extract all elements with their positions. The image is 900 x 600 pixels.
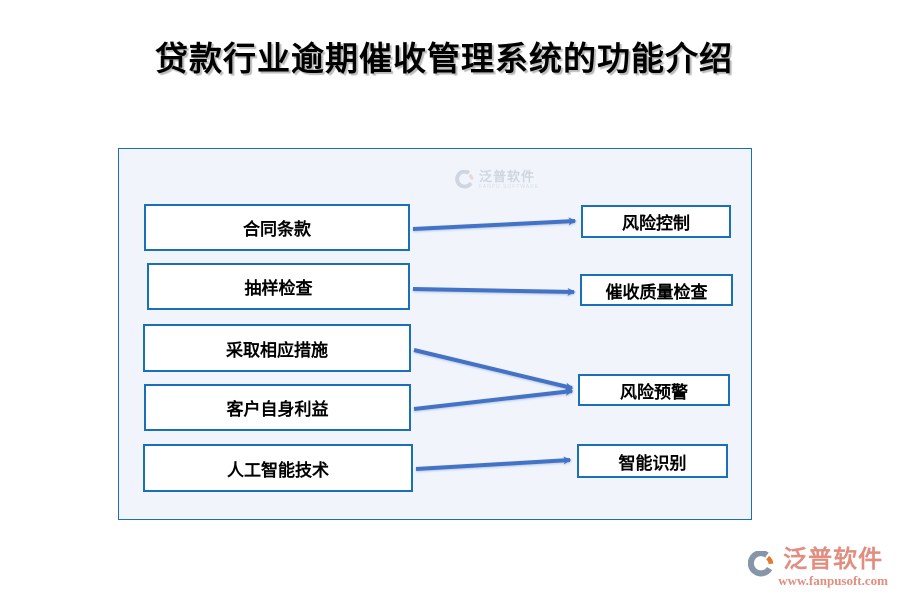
node-take-measures: 采取相应措施 [143,324,411,372]
diagram-container: 泛普软件 FANPU SOFTWARE 合同条款 抽样检查 采取相应措施 客户自… [118,148,752,520]
node-ai-technology: 人工智能技术 [143,444,413,492]
node-intelligent-recognition: 智能识别 [577,444,728,478]
brand-url-text: www.fanpusoft.com [778,573,888,588]
arrow-measures-to-risk-warning [413,348,574,391]
node-risk-control: 风险控制 [581,205,731,238]
brand-logo: 泛普软件 www.fanpusoft.com [748,548,888,587]
brand-logo-icon [748,551,774,577]
arrow-contract-to-risk-control [412,217,577,231]
watermark-logo-icon [455,170,474,189]
node-contract-terms: 合同条款 [144,204,410,251]
arrow-customer-to-risk-warning [413,387,574,411]
watermark: 泛普软件 FANPU SOFTWARE [455,170,539,190]
brand-name-text: 泛普软件 [783,547,884,573]
arrow-ai-to-recognition [415,456,572,471]
connector-arrows [412,217,577,471]
node-customer-interest: 客户自身利益 [144,384,411,431]
page-title: 贷款行业逾期催收管理系统的功能介绍 [155,42,733,78]
node-collection-quality-check: 催收质量检查 [580,274,733,306]
node-sampling-check: 抽样检查 [147,263,410,310]
watermark-subtitle-text: FANPU SOFTWARE [479,184,540,190]
watermark-brand-text: 泛普软件 [479,169,536,184]
node-risk-warning: 风险预警 [578,374,730,406]
arrow-sampling-to-quality-check [412,287,576,296]
